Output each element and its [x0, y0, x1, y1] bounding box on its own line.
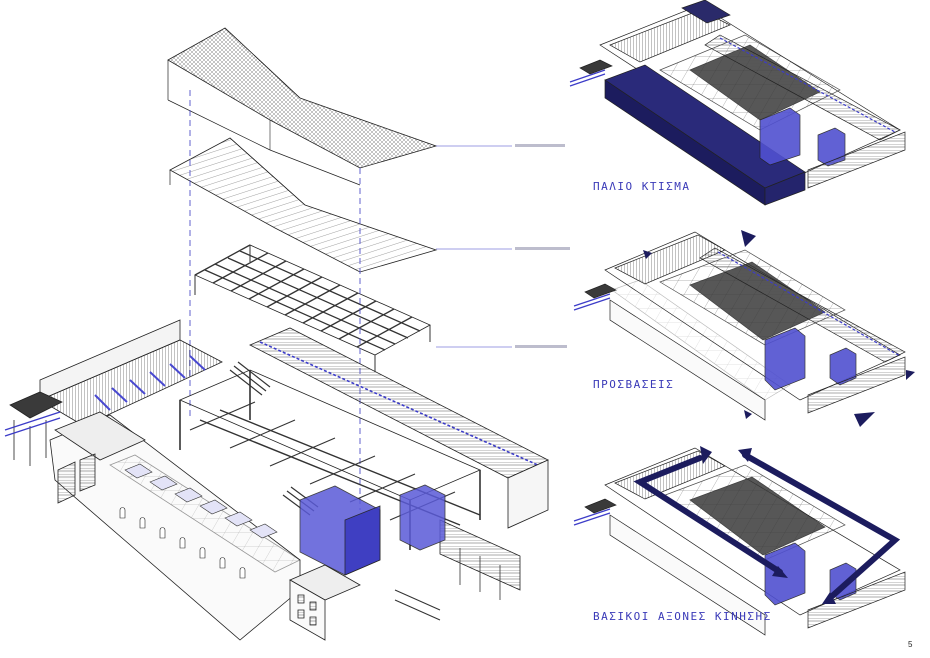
- access-arrow-icon: [643, 230, 915, 427]
- diagram-access: [573, 231, 906, 421]
- page-number: 5: [908, 640, 913, 649]
- leader-label-1: [515, 144, 565, 147]
- diagram-main-axes: [573, 447, 906, 636]
- caption-main-movement-axes: ΒΑΣΙΚΟΙ ΑΞΟΝΕΣ ΚΙΝΗΣΗΣ: [593, 610, 772, 623]
- leader-label-2: [515, 247, 570, 250]
- layer-polycarbonate-sheet: [169, 137, 438, 273]
- layer-galvanised-steel-structure: [194, 244, 431, 372]
- leader-label-3: [515, 345, 567, 348]
- caption-access: ΠΡΟΣΒΑΣΕΙΣ: [593, 378, 675, 391]
- main-building: [4, 319, 549, 641]
- diagram-old-building: [569, 0, 906, 206]
- movement-arrowheads: [700, 446, 836, 604]
- movement-axis-arrow-icon: [633, 452, 901, 601]
- caption-old-building: ΠΑΛΙΟ ΚΤΙΣΜΑ: [593, 180, 691, 193]
